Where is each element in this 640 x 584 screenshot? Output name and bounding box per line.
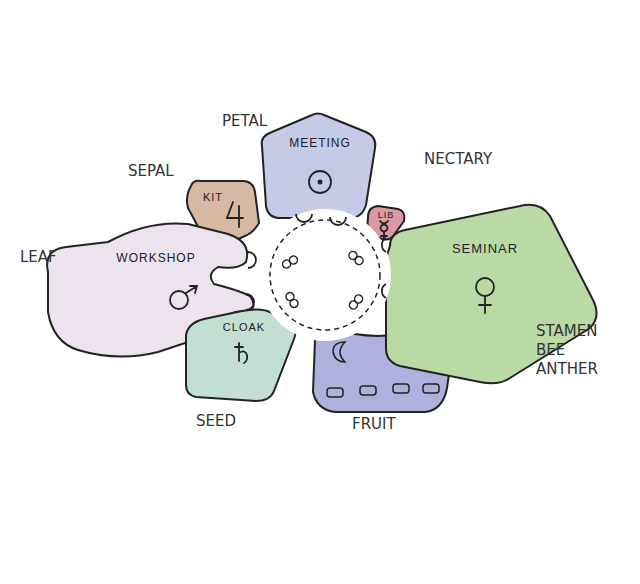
drawing-circle <box>476 278 494 296</box>
drawing-path <box>227 202 243 227</box>
drawing-circle <box>270 220 380 330</box>
part-label: SEED <box>196 412 236 431</box>
drawing-g <box>227 202 243 227</box>
drawing-g <box>309 171 331 193</box>
drawing-circle <box>381 225 388 232</box>
drawing-g <box>348 293 364 310</box>
drawing-rect <box>393 384 409 393</box>
drawing-path <box>333 342 345 362</box>
drawing-rect <box>423 384 439 393</box>
drawing-path <box>262 114 376 219</box>
part-label: NECTARY <box>424 150 492 169</box>
drawing-circle <box>170 291 188 309</box>
room-name: CLOAK <box>223 321 265 333</box>
room-name: SEMINAR <box>452 241 518 256</box>
part-label: FRUIT <box>352 415 396 434</box>
part-label: SEPAL <box>128 162 174 181</box>
room-name: KIT <box>203 191 223 203</box>
drawing-rect <box>360 386 376 395</box>
drawing-circle <box>309 171 331 193</box>
drawing-g <box>347 250 364 266</box>
drawing-path <box>186 309 296 401</box>
drawing-path <box>479 296 491 313</box>
drawing-g <box>170 286 197 309</box>
drawing-path <box>235 343 247 363</box>
drawing-path <box>246 214 386 310</box>
drawing-path <box>186 286 197 293</box>
drawing-circle <box>259 209 391 341</box>
part-label: STAMEN BEE ANTHER <box>536 322 612 378</box>
drawing-circle <box>353 293 364 304</box>
drawing-g <box>476 278 494 313</box>
room-name: MEETING <box>289 136 351 150</box>
part-label: LEAF <box>20 248 57 267</box>
drawing-circle <box>347 250 358 261</box>
drawing-path <box>380 221 388 224</box>
drawing-circle <box>318 180 323 185</box>
room-name: LIB <box>378 210 395 220</box>
drawing-circle <box>285 291 296 302</box>
drawing-path <box>381 232 387 239</box>
drawing-circle <box>289 298 300 309</box>
drawing-circle <box>288 255 299 266</box>
drawing-g <box>380 221 388 239</box>
drawing-g <box>281 250 365 311</box>
drawing-g <box>281 255 299 270</box>
room-name: WORKSHOP <box>116 251 195 265</box>
drawing-rect <box>327 388 343 397</box>
drawing-circle <box>353 255 364 266</box>
drawing-g <box>285 291 300 309</box>
drawing-g <box>235 343 247 363</box>
drawing-circle <box>348 299 359 310</box>
part-label: PETAL <box>222 112 267 131</box>
drawing-circle <box>281 259 292 270</box>
